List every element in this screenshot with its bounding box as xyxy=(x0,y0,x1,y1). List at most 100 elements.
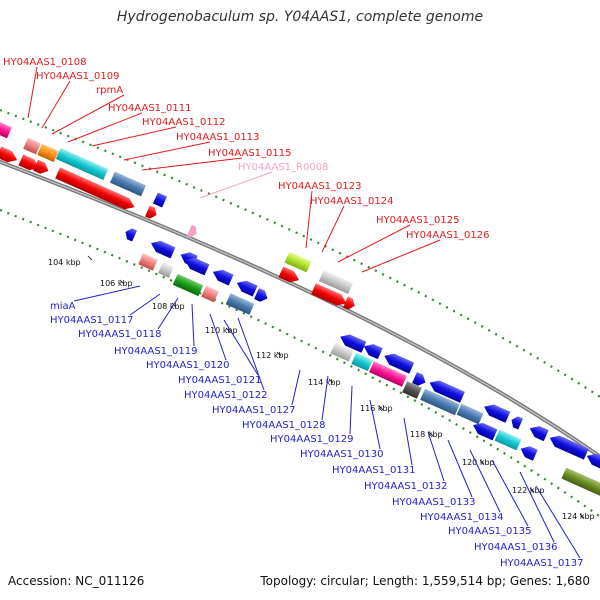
callout-line xyxy=(27,66,38,119)
reverse-gene-label: HY04AAS1_0130 xyxy=(300,449,383,460)
gene-block xyxy=(0,121,12,139)
forward-gene xyxy=(144,205,157,219)
callout-line xyxy=(447,439,473,498)
callout-line xyxy=(67,112,143,143)
tick-label: 114 kbp xyxy=(308,378,341,387)
reverse-gene xyxy=(473,422,498,441)
callout-line xyxy=(51,94,125,135)
callout-line xyxy=(223,319,259,376)
gene-block xyxy=(351,352,373,372)
callout-line xyxy=(199,171,273,199)
callout-line xyxy=(191,303,195,347)
accession-text: Accession: NC_011126 xyxy=(8,574,145,588)
callout-line xyxy=(209,313,227,361)
reverse-gene-label: HY04AAS1_0135 xyxy=(448,526,531,537)
gene-block xyxy=(37,143,59,163)
tick-mark xyxy=(276,351,282,357)
callout-line xyxy=(41,80,71,129)
gene-block xyxy=(201,285,219,303)
reverse-gene xyxy=(125,228,138,242)
forward-gene xyxy=(342,296,355,310)
reverse-gene-label: HY04AAS1_0120 xyxy=(146,360,229,371)
callout-line xyxy=(321,375,329,421)
gene-labels: HY04AAS1_0108HY04AAS1_0109rpmAHY04AAS1_0… xyxy=(3,57,583,569)
forward-gene-label: HY04AAS1_0125 xyxy=(376,215,459,226)
tick-mark xyxy=(529,487,535,493)
genome-backbone xyxy=(0,159,600,459)
tick-label: 108 kbp xyxy=(152,302,185,311)
reverse-gene-label: HY04AAS1_0128 xyxy=(242,420,325,431)
callout-line xyxy=(305,190,313,249)
forward-gene xyxy=(33,159,49,174)
reverse-gene xyxy=(151,240,176,259)
reverse-gene-label: HY04AAS1_0118 xyxy=(78,329,161,340)
callout-line xyxy=(91,126,177,147)
reverse-gene xyxy=(586,453,600,470)
reverse-gene-label: HY04AAS1_0133 xyxy=(392,497,475,508)
gene-block xyxy=(110,171,146,197)
callout-line xyxy=(349,385,353,435)
callout-line xyxy=(123,141,211,161)
rna-label: HY04AAS1_R0008 xyxy=(238,162,328,173)
reverse-gene-label: HY04AAS1_0122 xyxy=(184,390,267,401)
reverse-gene-label: HY04AAS1_0119 xyxy=(114,346,197,357)
reverse-gene xyxy=(363,344,383,360)
forward-gene xyxy=(18,154,40,171)
reverse-gene-label: HY04AAS1_0137 xyxy=(500,558,583,569)
forward-gene-label: HY04AAS1_0124 xyxy=(310,196,393,207)
callout-line xyxy=(403,417,413,466)
gene-block xyxy=(138,253,158,271)
tick-mark xyxy=(119,279,125,285)
tick-mark xyxy=(428,431,434,437)
gene-block xyxy=(172,273,204,297)
forward-gene-label: HY04AAS1_0123 xyxy=(278,181,361,192)
reverse-gene xyxy=(185,257,210,276)
tick-label: 120 kbp xyxy=(462,458,495,467)
callout-line xyxy=(291,369,301,406)
reverse-gene-label: HY04AAS1_0131 xyxy=(332,465,415,476)
tick-mark xyxy=(328,378,334,384)
forward-gene-label: HY04AAS1_0115 xyxy=(208,148,291,159)
callout-line xyxy=(491,459,529,527)
forward-gene xyxy=(311,283,347,306)
genome-title: Hydrogenobaculum sp. Y04AAS1, complete g… xyxy=(116,9,484,25)
reverse-gene xyxy=(529,426,549,442)
reverse-gene-label: HY04AAS1_0127 xyxy=(212,405,295,416)
forward-gene xyxy=(412,372,426,386)
reverse-gene xyxy=(340,334,367,353)
reverse-gene-label: HY04AAS1_0132 xyxy=(364,481,447,492)
forward-gene-label: HY04AAS1_0109 xyxy=(36,71,119,82)
callout-line xyxy=(237,317,265,391)
reverse-gene xyxy=(236,280,258,297)
callout-line xyxy=(321,205,345,253)
reverse-gene-label: HY04AAS1_0129 xyxy=(270,434,353,445)
gene-block xyxy=(402,381,422,399)
tick-mark xyxy=(579,513,585,519)
tick-mark xyxy=(87,255,93,261)
callout-line xyxy=(519,471,555,543)
callout-line xyxy=(361,239,441,273)
reverse-gene xyxy=(429,380,465,403)
feature-track xyxy=(0,121,600,497)
forward-gene-label: HY04AAS1_0126 xyxy=(406,230,489,241)
reverse-gene-label: HY04AAS1_0117 xyxy=(50,315,133,326)
tick-label: 104 kbp xyxy=(48,258,81,267)
forward-gene-label: HY04AAS1_0113 xyxy=(176,132,259,143)
forward-gene-label: HY04AAS1_0111 xyxy=(108,103,191,114)
callout-line xyxy=(157,297,179,330)
gene-block xyxy=(152,192,168,208)
gene-block xyxy=(494,429,522,451)
forward-gene xyxy=(186,224,197,238)
genome-backbone-highlight xyxy=(0,161,600,458)
gene-block xyxy=(55,147,109,181)
gene-block xyxy=(225,293,255,315)
reverse-gene xyxy=(549,435,589,460)
reverse-gene xyxy=(212,269,234,286)
gene-block xyxy=(369,361,407,387)
tick-label: 106 kbp xyxy=(100,279,133,288)
topology-text: Topology: circular; Length: 1,559,514 bp… xyxy=(260,574,590,588)
callout-line xyxy=(141,157,243,171)
forward-gene xyxy=(0,146,18,163)
callout-line xyxy=(73,285,141,302)
